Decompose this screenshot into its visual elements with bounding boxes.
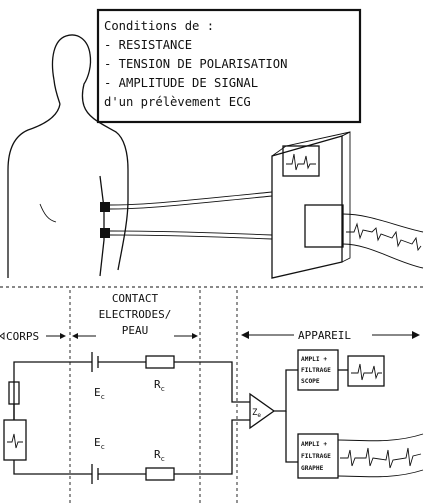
contact-label-line-2: ELECTRODES/	[99, 308, 172, 321]
rc-upper-resistor	[145, 355, 175, 369]
ze-amplifier	[249, 392, 276, 430]
graphe-block	[297, 433, 339, 479]
appareil-label: APPAREIL	[298, 329, 351, 342]
schematic: CONTACT ELECTRODES/ PEAU CORPS APPAREIL	[0, 290, 424, 503]
electrode-upper-icon	[100, 202, 110, 212]
scope-block-line-1: AMPLI +	[301, 356, 327, 363]
ecg-monitor-icon	[271, 131, 424, 279]
conditions-box: Conditions de : - RESISTANCE - TENSION D…	[96, 8, 362, 124]
body-source	[3, 419, 27, 461]
graphe-block-line-1: AMPLI +	[301, 441, 327, 448]
device-printer-slot	[304, 204, 344, 248]
device-screen	[282, 145, 320, 177]
corps-label: CORPS	[6, 330, 39, 343]
contact-label-line-3: PEAU	[122, 324, 149, 337]
conditions-line-2: - RESISTANCE	[104, 38, 192, 52]
rc-lower-resistor	[145, 467, 175, 481]
graphe-block-line-3: GRAPHE	[301, 465, 324, 472]
conditions-line-3: - TENSION DE POLARISATION	[104, 57, 287, 71]
conditions-line-1: Conditions de :	[104, 19, 214, 33]
scope-block-line-2: FILTRAGE	[301, 367, 331, 374]
ec-upper-label: Ec	[94, 386, 105, 401]
ze-label: Ze	[252, 408, 261, 419]
graphe-block-line-2: FILTRAGE	[301, 453, 331, 460]
ec-lower-label: Ec	[94, 436, 105, 451]
electrodes	[100, 202, 110, 238]
rc-lower-label: Rc	[154, 448, 165, 463]
electrode-lower-icon	[100, 228, 110, 238]
contact-label-line-1: CONTACT	[112, 292, 159, 305]
conditions-line-5: d'un prélèvement ECG	[104, 95, 251, 109]
electrode-cables	[109, 191, 273, 240]
conditions-line-4: - AMPLITUDE DE SIGNAL	[104, 76, 258, 90]
scope-screen-icon	[347, 355, 385, 387]
rc-upper-label: Rc	[154, 378, 165, 393]
scope-block-line-3: SCOPE	[301, 378, 320, 385]
graphe-paper-icon	[337, 433, 424, 478]
